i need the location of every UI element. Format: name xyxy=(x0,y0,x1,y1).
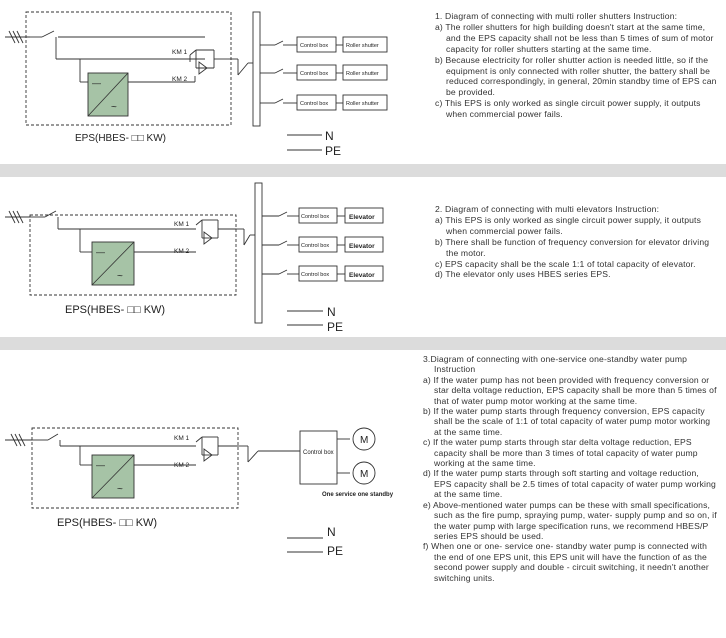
dc-symbol-icon: — xyxy=(92,78,101,88)
instruction-item: a) This EPS is only worked as single cir… xyxy=(435,214,702,236)
instructions-heading: 3.Diagram of connecting with one-service… xyxy=(423,354,688,375)
n-label: N xyxy=(327,525,336,539)
pe-label: PE xyxy=(327,544,343,558)
control-box-2: Control box xyxy=(300,71,328,77)
instruction-item: b) There shall be function of frequency … xyxy=(435,236,710,258)
instruction-item: d) The elevator only uses HBES series EP… xyxy=(435,269,611,280)
instructions-1: 1. Diagram of connecting with multi roll… xyxy=(435,11,720,120)
control-box-1: Control box xyxy=(300,43,328,49)
load-elevator-3: Elevator xyxy=(349,272,375,279)
control-box-3: Control box xyxy=(301,272,329,278)
dc-symbol-icon: — xyxy=(96,247,105,257)
instruction-item: b) Because electricity for roller shutte… xyxy=(435,54,717,98)
instruction-item: e) Above-mentioned water pumps can be th… xyxy=(423,499,717,541)
instruction-item: c) If the water pump starts through star… xyxy=(423,437,698,469)
separator-band-1 xyxy=(0,164,726,177)
instructions-heading: 2. Diagram of connecting with multi elev… xyxy=(435,204,660,214)
load-elevator-1: Elevator xyxy=(349,214,375,221)
km2-label: KM 2 xyxy=(174,248,190,255)
instruction-item: f) When one or one- service one- standby… xyxy=(423,541,709,583)
diagram-water-pumps: — ~ KM 1 KM 2 Control box M M One servic… xyxy=(5,427,394,558)
km1-label: KM 1 xyxy=(172,49,188,56)
eps-label: EPS(HBES- □□ KW) xyxy=(75,133,166,144)
n-label: N xyxy=(327,305,336,319)
load-roller-shutter-2: Roller shutter xyxy=(346,71,379,77)
ac-symbol-icon: ~ xyxy=(111,102,117,113)
eps-label: EPS(HBES- □□ KW) xyxy=(57,517,157,529)
instructions-3: 3.Diagram of connecting with one-service… xyxy=(423,354,718,583)
eps-label: EPS(HBES- □□ KW) xyxy=(65,304,165,316)
control-box-3: Control box xyxy=(300,101,328,107)
diagram-roller-shutters: — ~ KM 1 KM 2 Control box Control box Co… xyxy=(5,11,388,158)
km2-label: KM 2 xyxy=(172,76,188,83)
pe-label: PE xyxy=(325,144,341,158)
ac-symbol-icon: ~ xyxy=(117,271,123,282)
load-roller-shutter-1: Roller shutter xyxy=(346,43,379,49)
instructions-2: 2. Diagram of connecting with multi elev… xyxy=(435,204,720,280)
diagram-elevators: — ~ KM 1 KM 2 Control box Control box Co… xyxy=(5,182,384,334)
instruction-item: a) If the water pump has not been provid… xyxy=(423,374,717,406)
dc-symbol-icon: — xyxy=(96,460,105,470)
control-box-2: Control box xyxy=(301,243,329,249)
panel-water-pumps: — ~ KM 1 KM 2 Control box M M One servic… xyxy=(0,350,726,638)
motor-1: M xyxy=(360,435,368,446)
instruction-item: c) This EPS is only worked as single cir… xyxy=(435,98,701,120)
km1-label: KM 1 xyxy=(174,435,190,442)
instruction-item: b) If the water pump starts through freq… xyxy=(423,406,711,437)
instruction-item: a) The roller shutters for high building… xyxy=(435,21,714,54)
instruction-item: c) EPS capacity shall be the scale 1:1 o… xyxy=(435,258,696,269)
load-elevator-2: Elevator xyxy=(349,243,375,250)
ac-symbol-icon: ~ xyxy=(117,484,123,495)
n-label: N xyxy=(325,129,334,143)
pump-caption: One service one standby xyxy=(322,492,394,498)
control-box-1: Control box xyxy=(301,214,329,220)
km1-label: KM 1 xyxy=(174,221,190,228)
control-box-label: Control box xyxy=(303,450,334,456)
km2-label: KM 2 xyxy=(174,462,190,469)
instruction-item: d) If the water pump starts through soft… xyxy=(423,468,716,500)
separator-band-2 xyxy=(0,337,726,350)
load-roller-shutter-3: Roller shutter xyxy=(346,101,379,107)
panel-roller-shutters: — ~ KM 1 KM 2 Control box Control box Co… xyxy=(0,0,726,164)
panel-elevators: — ~ KM 1 KM 2 Control box Control box Co… xyxy=(0,177,726,337)
pe-label: PE xyxy=(327,320,343,334)
instructions-heading: 1. Diagram of connecting with multi roll… xyxy=(435,11,678,21)
motor-2: M xyxy=(360,469,368,480)
